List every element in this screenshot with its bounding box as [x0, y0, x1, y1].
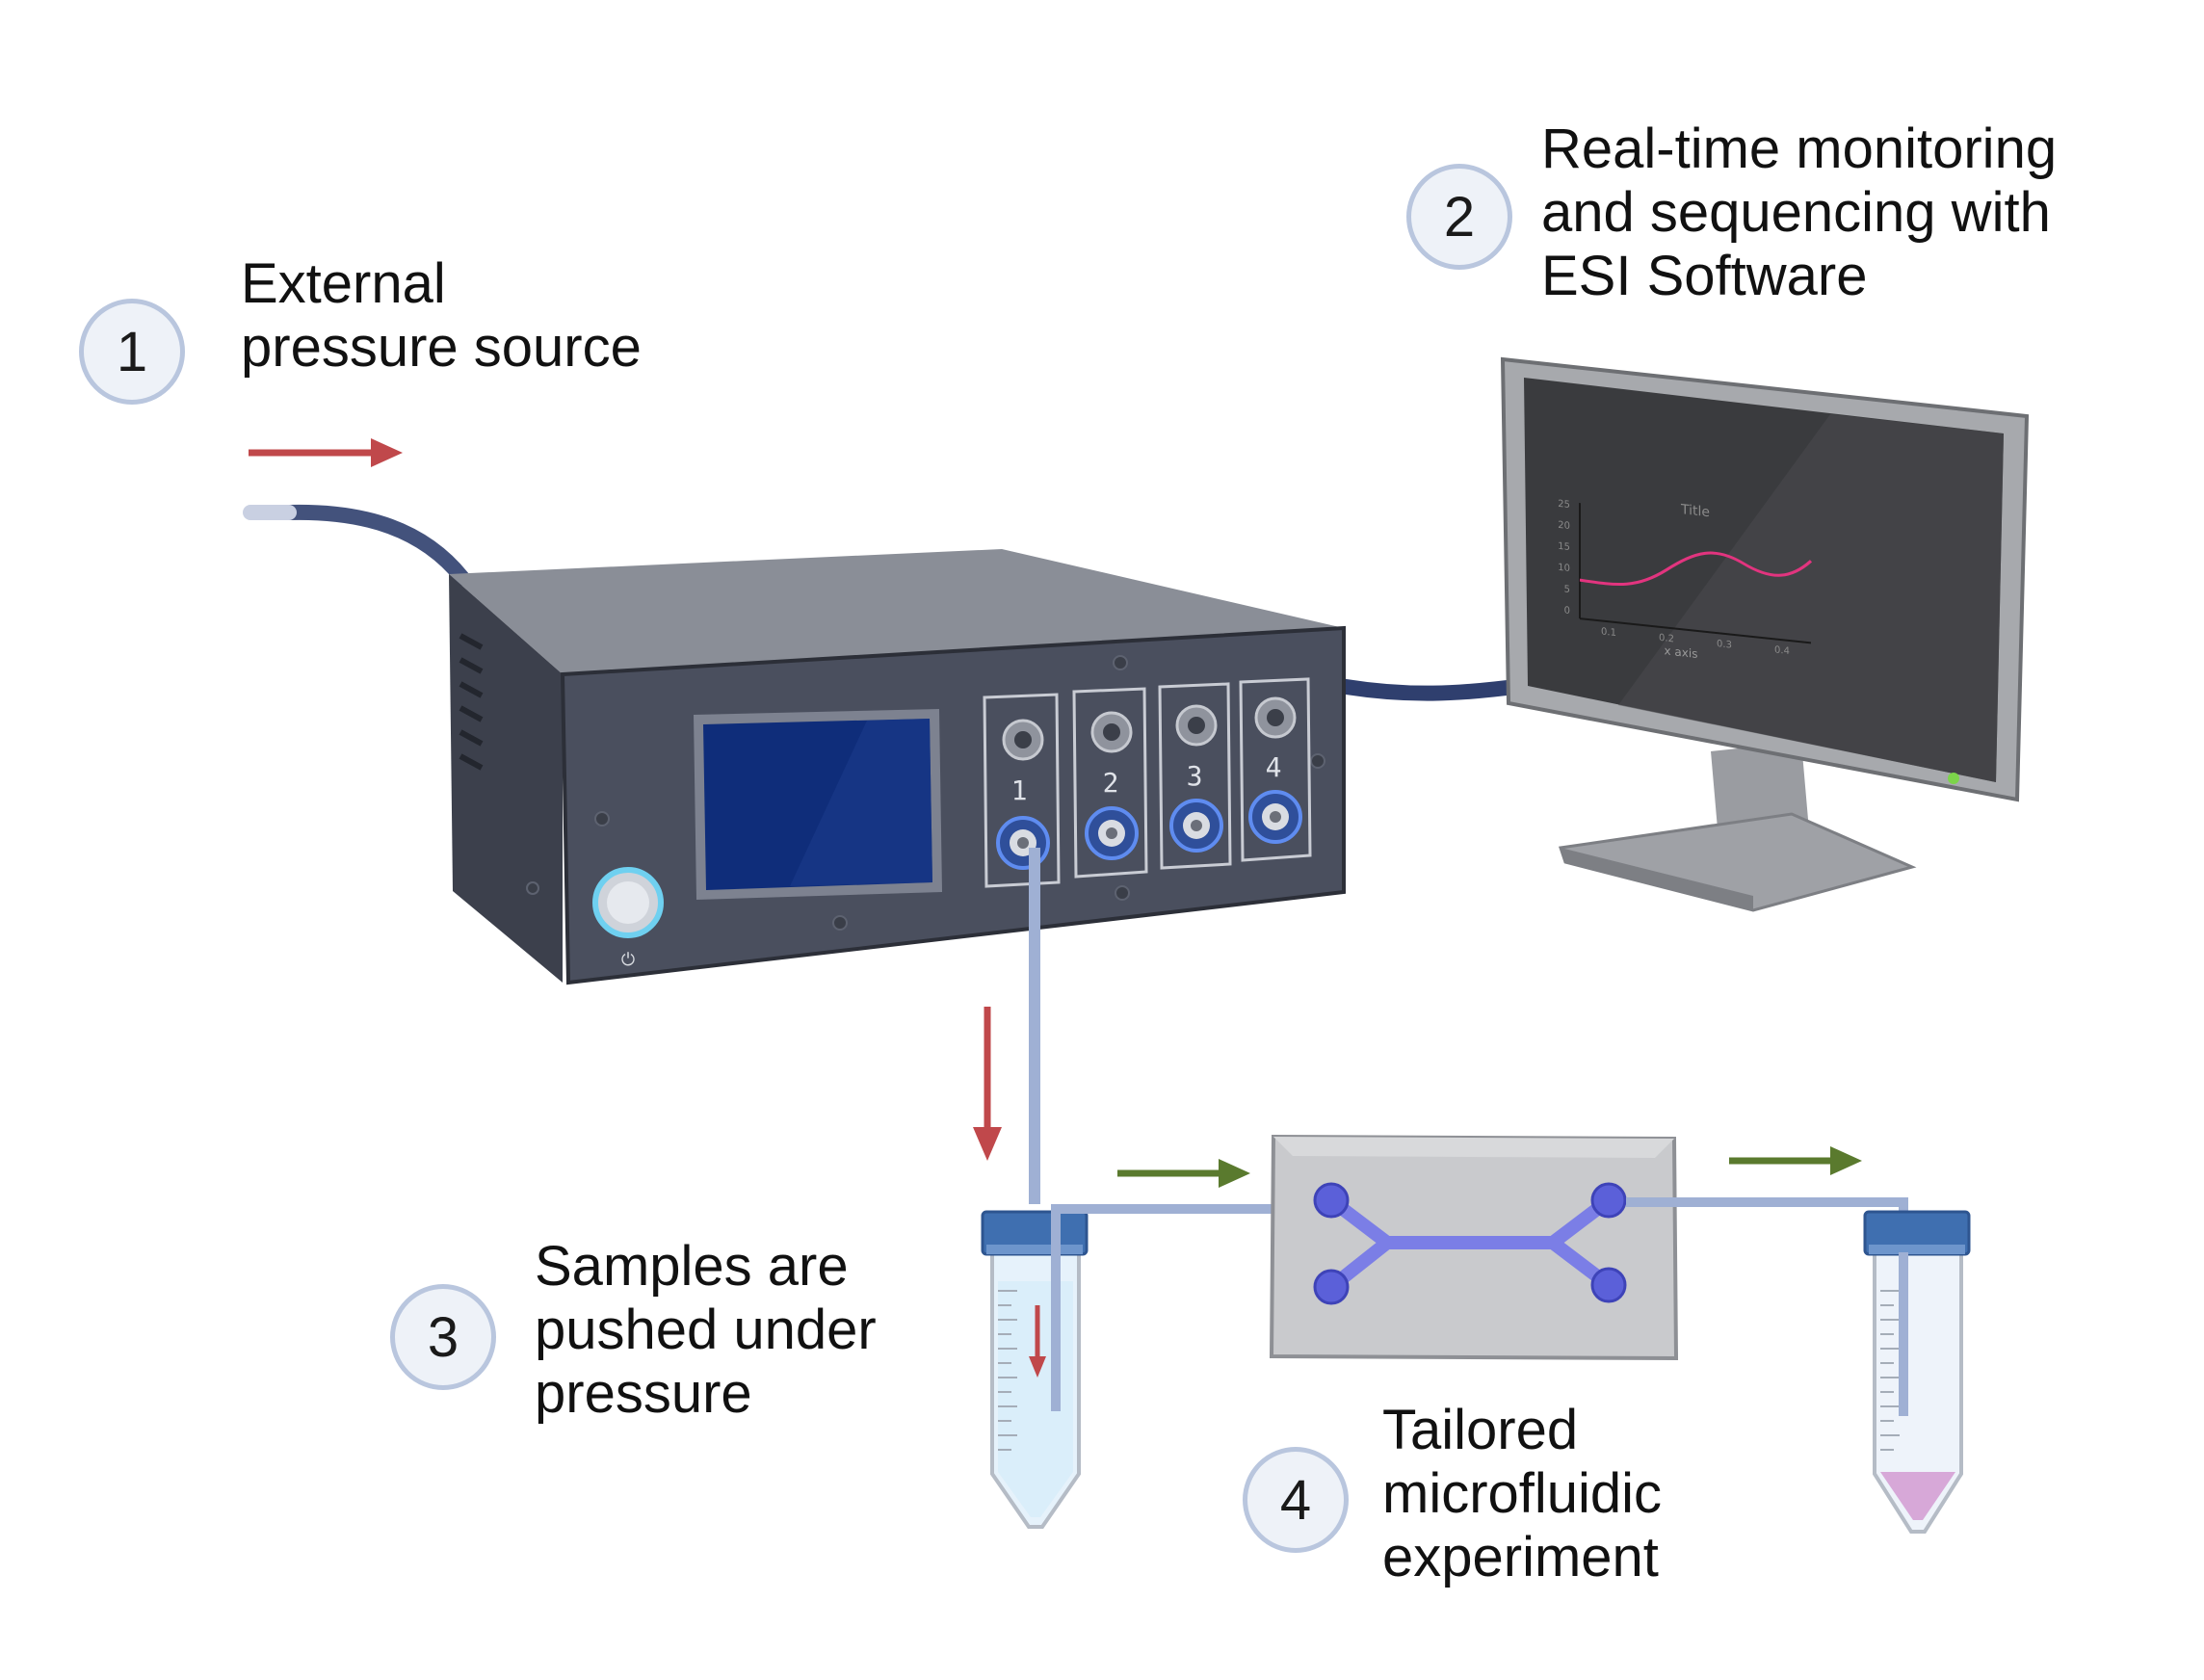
channel-2[interactable]: 2	[1072, 687, 1148, 879]
step-1-badge: 1	[79, 299, 185, 405]
step-1-label: External pressure source	[241, 252, 642, 380]
step-2-line-3: ESI Software	[1541, 245, 1868, 307]
inner-flow-arrow	[1029, 1305, 1046, 1378]
y-tick-15: 15	[1558, 541, 1570, 553]
x-tick-0.4: 0.4	[1774, 644, 1790, 657]
monitor-plot: 25 20 15 10 5 0 0.1 0.2 0.3 0.4 Title x …	[1558, 499, 1813, 661]
y-tick-20: 20	[1558, 520, 1570, 532]
data-cable	[1322, 676, 1530, 701]
step-3-line-2: pushed under	[535, 1299, 877, 1361]
step-3-number: 3	[427, 1305, 459, 1369]
chip-port-in-1	[1313, 1182, 1350, 1219]
collected-sample	[1880, 1472, 1955, 1520]
step-4-line-2: microfluidic	[1382, 1462, 1663, 1525]
channel-1[interactable]: 1	[983, 693, 1061, 888]
step-4-label: Tailored microfluidic experiment	[1382, 1399, 1662, 1589]
flow-arrow-green-1	[1117, 1159, 1250, 1188]
x-tick-0.2: 0.2	[1659, 633, 1674, 645]
step-4-line-1: Tailored	[1382, 1399, 1579, 1461]
step-2-line-2: and sequencing with	[1541, 181, 2051, 244]
pressure-inlet-tube	[281, 504, 470, 586]
channel-4[interactable]: 4	[1239, 677, 1312, 862]
step-3-label: Samples are pushed under pressure	[535, 1235, 877, 1426]
step-4-line-3: experiment	[1382, 1526, 1659, 1588]
collection-tube-output	[1863, 1210, 1971, 1534]
monitor-power-led	[1948, 773, 1959, 784]
monitor: 25 20 15 10 5 0 0.1 0.2 0.3 0.4 Title x …	[1500, 356, 2030, 912]
flow-arrow-green-2	[1729, 1146, 1862, 1175]
channel-3[interactable]: 3	[1158, 682, 1232, 870]
side-vents	[459, 633, 484, 771]
channel-2-label: 2	[1103, 767, 1119, 799]
step-3-badge: 3	[390, 1284, 496, 1390]
x-tick-0.3: 0.3	[1717, 639, 1732, 651]
step-2-number: 2	[1443, 185, 1476, 249]
chip-port-in-2	[1313, 1269, 1350, 1305]
step-1-number: 1	[116, 320, 148, 383]
step-4-number: 4	[1279, 1468, 1312, 1532]
step-1-line-2: pressure source	[241, 316, 642, 379]
channel-4-label: 4	[1266, 751, 1282, 783]
x-tick-0.1: 0.1	[1601, 626, 1616, 639]
channel-3-label: 3	[1187, 760, 1203, 792]
y-tick-5: 5	[1564, 584, 1570, 595]
y-tick-10: 10	[1558, 563, 1570, 574]
power-icon: ⏻	[621, 950, 635, 970]
step-1-line-1: External	[241, 252, 446, 315]
chip-port-out-2	[1590, 1267, 1627, 1303]
channel-1-label: 1	[1011, 774, 1028, 806]
step-3-line-3: pressure	[535, 1362, 752, 1425]
microfluidic-chip	[1269, 1134, 1679, 1361]
chip-port-out-1	[1590, 1182, 1627, 1219]
flow-arrow-down	[973, 1007, 1002, 1161]
y-tick-0: 0	[1564, 605, 1570, 617]
monitor-glare	[1618, 414, 2004, 782]
step-3-line-1: Samples are	[535, 1235, 849, 1298]
step-4-badge: 4	[1243, 1447, 1349, 1553]
step-2-label: Real-time monitoring and sequencing with…	[1541, 118, 2057, 308]
step-2-badge: 2	[1406, 164, 1512, 270]
y-tick-25: 25	[1558, 499, 1570, 511]
plot-xlabel: x axis	[1665, 643, 1698, 661]
pressure-controller: ⏻ 1 2 3	[449, 549, 1346, 985]
chip-inlet-tube	[1051, 1204, 1339, 1223]
plot-line	[1579, 551, 1813, 587]
pressure-arrow-red	[249, 438, 403, 467]
lcd-glare	[790, 719, 932, 886]
plot-title: Title	[1680, 502, 1710, 520]
step-2-line-1: Real-time monitoring	[1541, 118, 2058, 180]
